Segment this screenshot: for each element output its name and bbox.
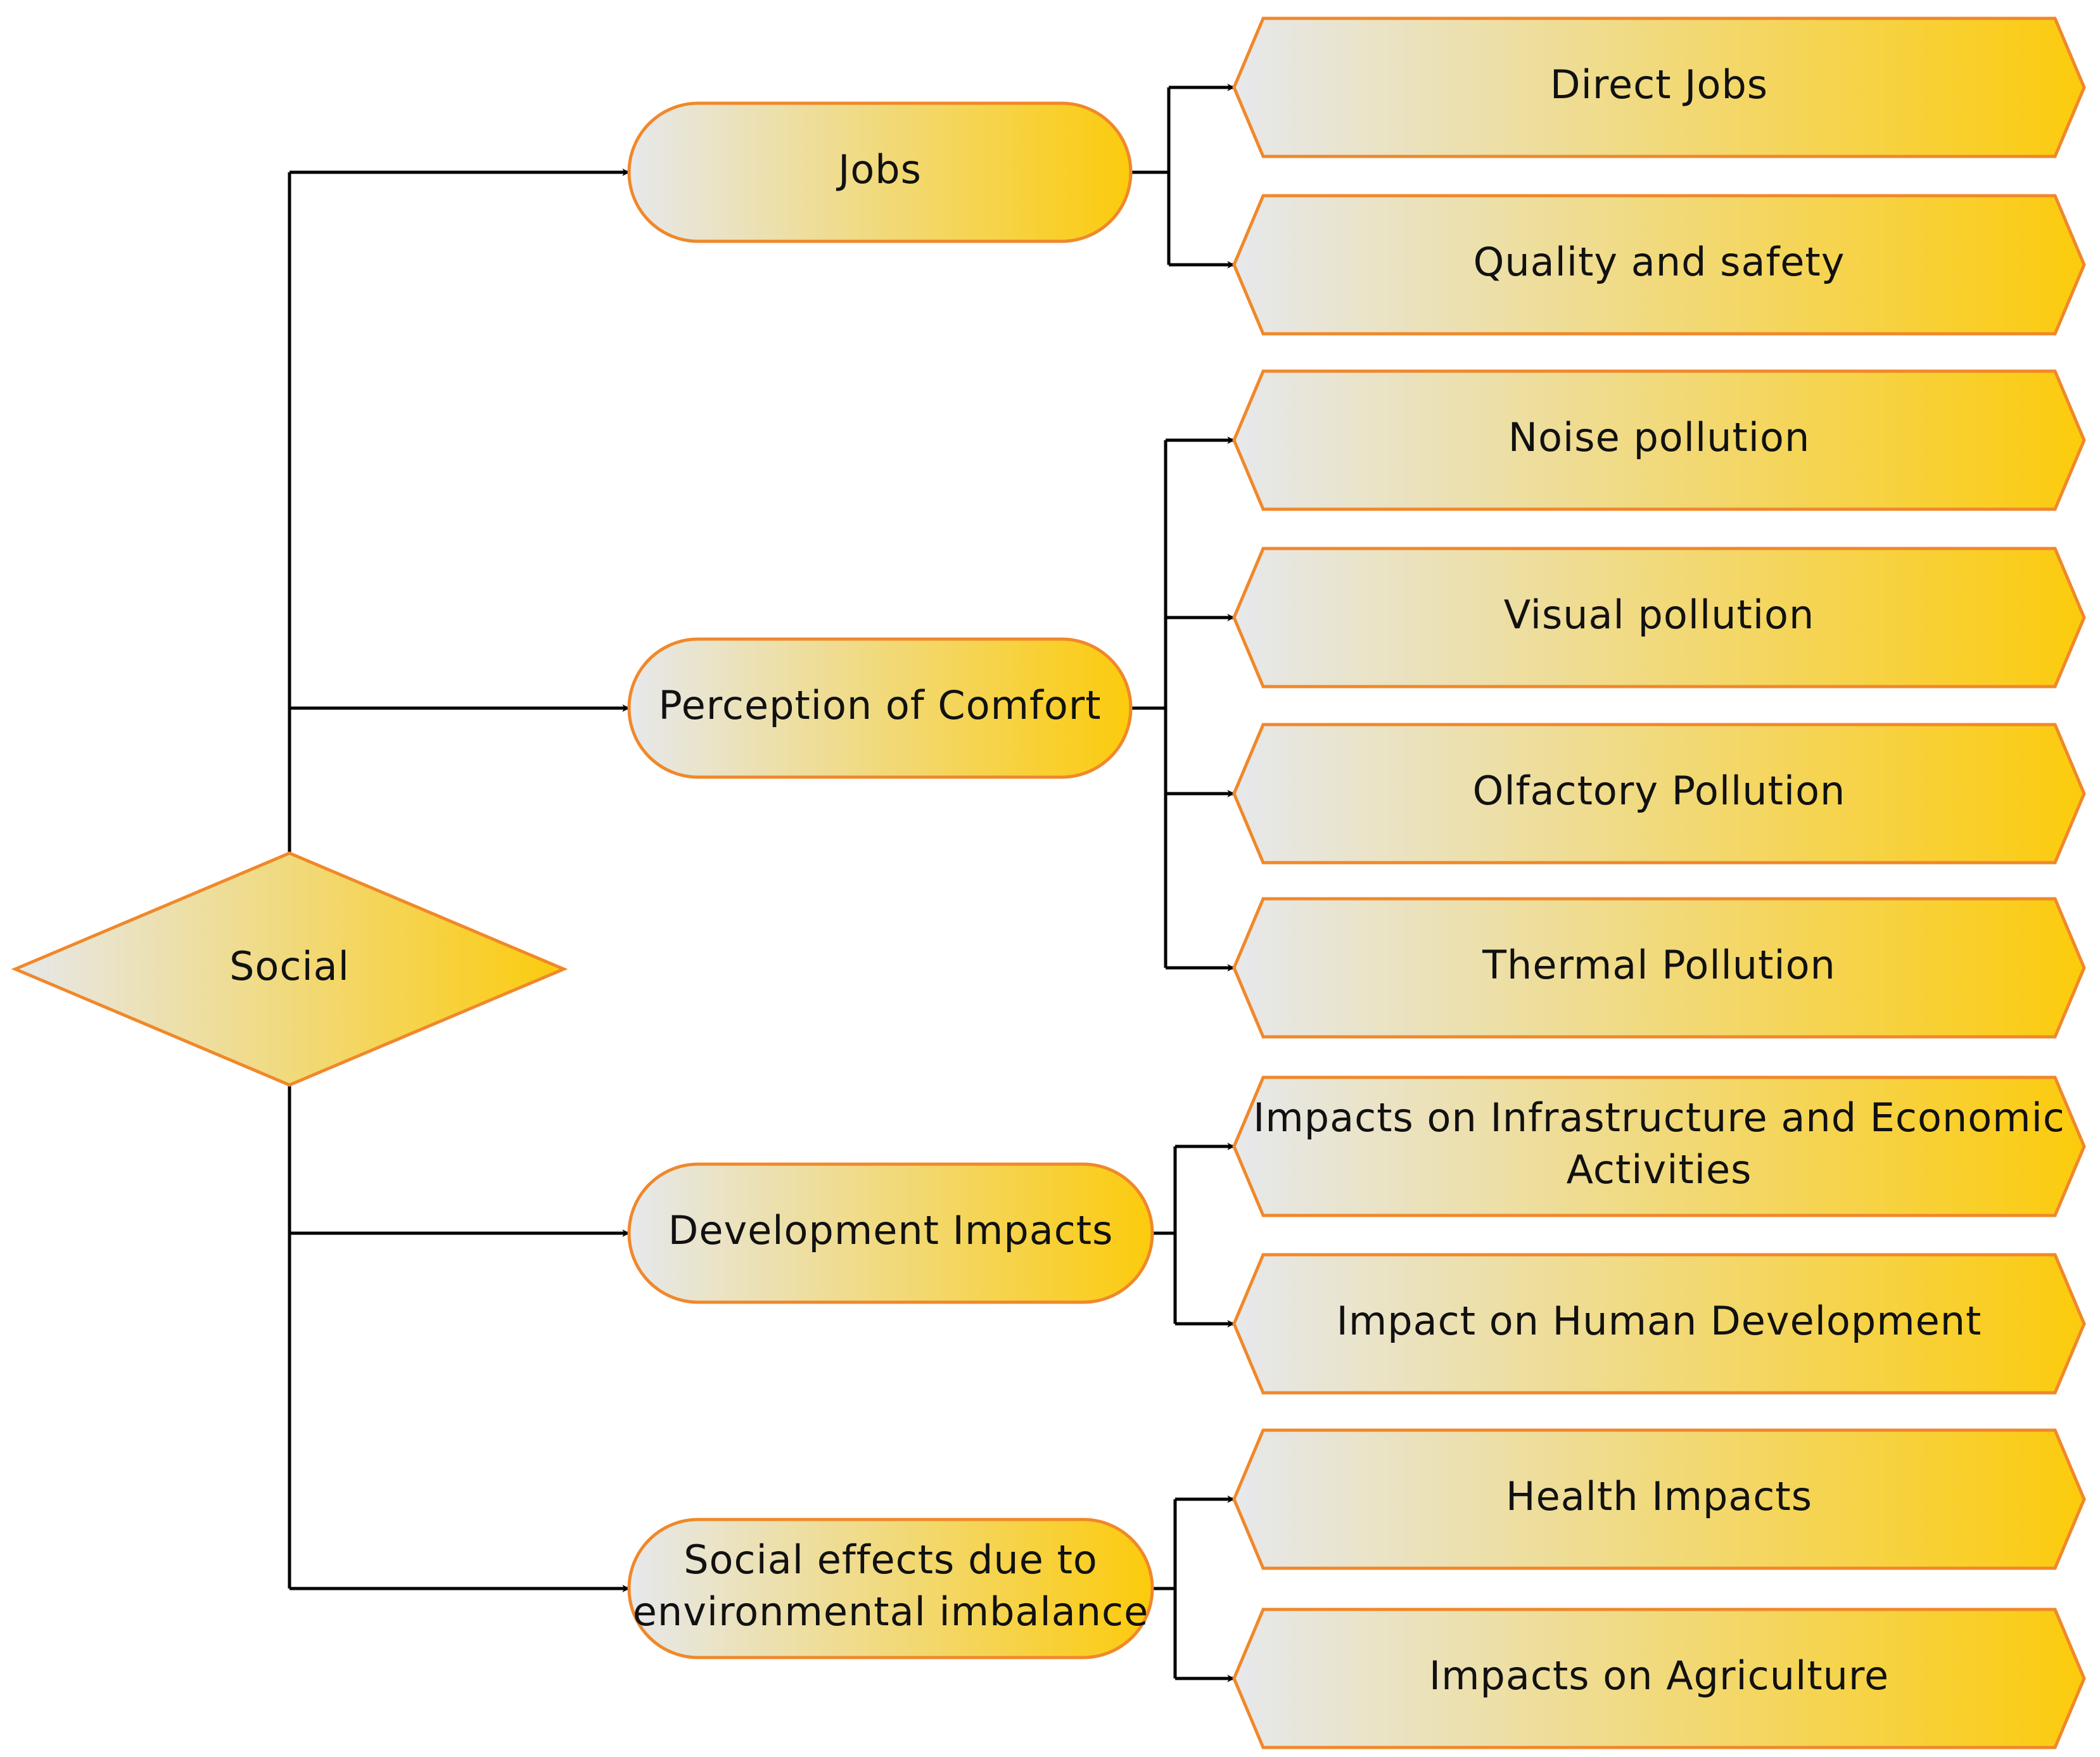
impact-hexagon [1232, 1608, 2086, 1749]
impact-hexagon [1232, 897, 2086, 1039]
category-pill [627, 637, 1133, 779]
impact-label: Visual pollution [1504, 592, 1815, 638]
impact-label: Impact on Human Development [1337, 1298, 1982, 1344]
impact-hexagon [1232, 547, 2086, 688]
impact-hexagon [1232, 16, 2086, 158]
impact-label: Impacts on Agriculture [1429, 1652, 1889, 1699]
connector-lines [288, 84, 1235, 1682]
category-label: Development Impacts [668, 1207, 1114, 1253]
category-pill [627, 1518, 1154, 1659]
impact-hexagon [1232, 369, 2086, 511]
impact-hexagon [1232, 1075, 2086, 1217]
impact-label: Noise pollution [1508, 414, 1810, 460]
impact-label: Olfactory Pollution [1473, 768, 1846, 814]
impact-hexagon [1232, 723, 2086, 865]
category-label: Perception of Comfort [658, 682, 1101, 728]
impact-label: Thermal Pollution [1482, 942, 1836, 988]
category-pill [627, 1162, 1154, 1304]
impact-hexagon [1232, 1428, 2086, 1570]
category-label: Jobs [836, 146, 922, 193]
impact-label: Quality and safety [1473, 239, 1845, 285]
impact-hexagon [1232, 1253, 2086, 1395]
impact-label: Health Impacts [1506, 1473, 1812, 1519]
category-pill [627, 101, 1133, 243]
root-diamond [11, 851, 568, 1087]
root-label: Social [229, 943, 350, 989]
impact-label: Direct Jobs [1550, 61, 1768, 108]
impact-hexagon [1232, 194, 2086, 336]
